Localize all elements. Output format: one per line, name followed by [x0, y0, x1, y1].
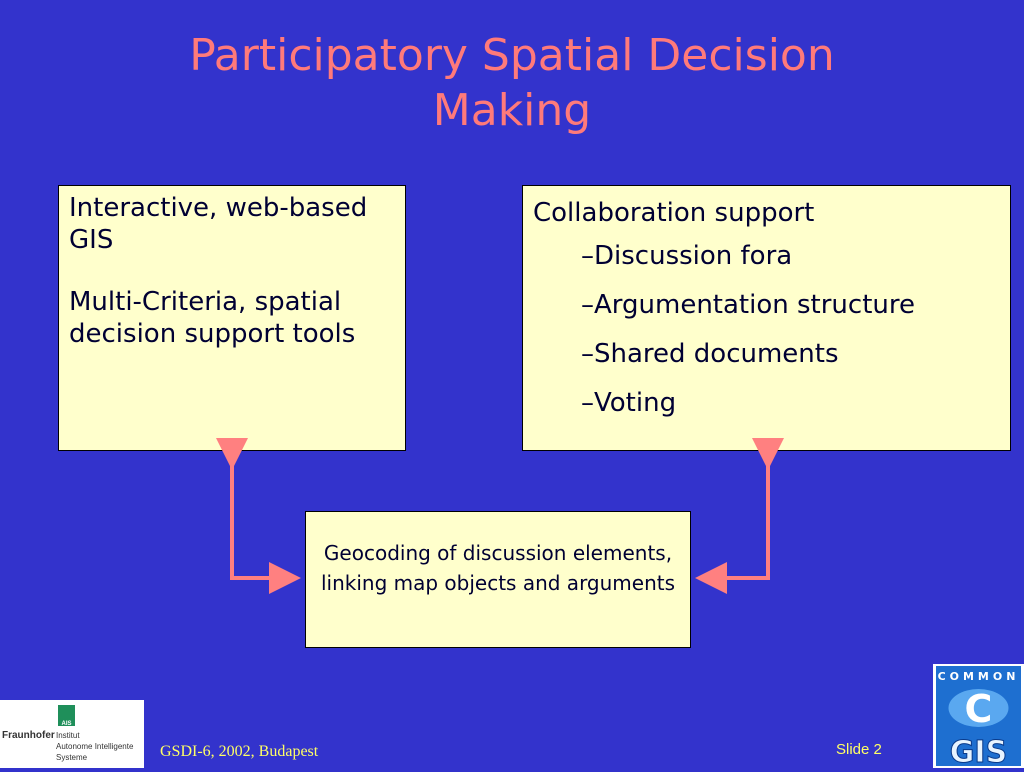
- footer-event: GSDI-6, 2002, Budapest: [160, 743, 319, 760]
- list-item: Discussion fora: [581, 232, 1000, 281]
- fraunhofer-line1: Institut: [56, 731, 80, 740]
- fraunhofer-brand: Fraunhofer: [2, 730, 55, 741]
- slide-title-line1: Participatory Spatial Decision: [189, 30, 835, 81]
- commongis-logo: COMMON C GIS: [933, 664, 1024, 771]
- commongis-c-letter: C: [965, 687, 993, 731]
- slide-number: Slide 2: [836, 741, 882, 758]
- collaboration-heading: Collaboration support: [533, 198, 815, 228]
- slide-title-line2: Making: [432, 85, 592, 136]
- fraunhofer-badge-text: AIS: [61, 721, 71, 727]
- fraunhofer-logo: AIS Fraunhofer Institut Autonome Intelli…: [0, 700, 144, 768]
- collaboration-list: Discussion fora Argumentation structure …: [533, 232, 1000, 428]
- geocoding-text: Geocoding of discussion elements, linkin…: [320, 541, 676, 595]
- list-item: Argumentation structure: [581, 281, 1000, 330]
- geocoding-box: Geocoding of discussion elements, linkin…: [305, 511, 691, 648]
- list-item: Voting: [581, 379, 1000, 428]
- right-connector-arrow: [695, 438, 784, 594]
- list-item: Shared documents: [581, 330, 1000, 379]
- commongis-bottom-text: GIS: [950, 735, 1007, 768]
- decision-tools-text: Multi-Criteria, spatial decision support…: [69, 287, 356, 349]
- web-gis-text: Interactive, web-based GIS: [69, 193, 368, 255]
- slide-title: Participatory Spatial Decision Making: [0, 28, 1024, 138]
- fraunhofer-line2: Autonome Intelligente: [56, 742, 134, 751]
- left-connector-arrow: [216, 438, 301, 594]
- web-gis-box: Interactive, web-based GIS Multi-Criteri…: [58, 185, 406, 451]
- collaboration-box: Collaboration support Discussion fora Ar…: [522, 185, 1011, 451]
- commongis-top-text: COMMON: [938, 670, 1020, 683]
- fraunhofer-line3: Systeme: [56, 753, 88, 762]
